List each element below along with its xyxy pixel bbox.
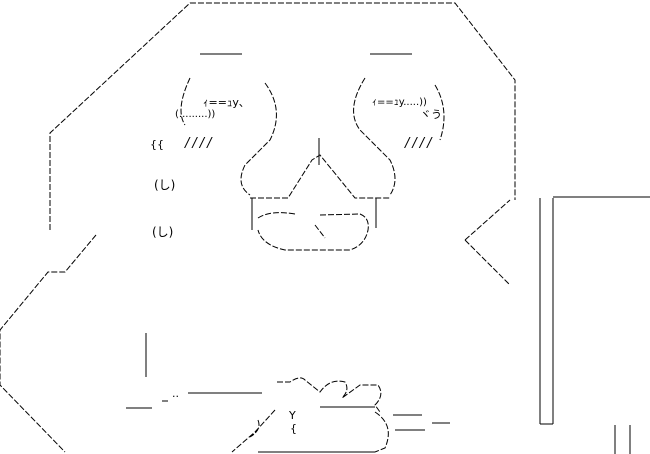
head-outline (0, 2, 516, 453)
left-eye: (.........)) (175, 109, 216, 120)
right-eye-brow: ｨ==ｭy.....)) (372, 97, 427, 108)
mouth (251, 198, 377, 251)
body (126, 333, 450, 453)
cheeks (180, 77, 445, 196)
box-panel (539, 196, 650, 454)
right-blush: //// (405, 136, 435, 151)
hand-mark: Y (289, 409, 296, 422)
left-brace: {{ (150, 138, 164, 151)
right-eye-mark: ヾう (420, 108, 442, 121)
hand-brace: { (290, 422, 297, 435)
dots: .. (172, 387, 179, 400)
nose (250, 138, 390, 199)
tear-drop-2: (し) (152, 225, 174, 239)
left-eye-brow: ｨ==ｭy､ (203, 96, 245, 109)
tear-drop-1: (し) (154, 178, 176, 192)
left-blush: //// (185, 136, 215, 151)
